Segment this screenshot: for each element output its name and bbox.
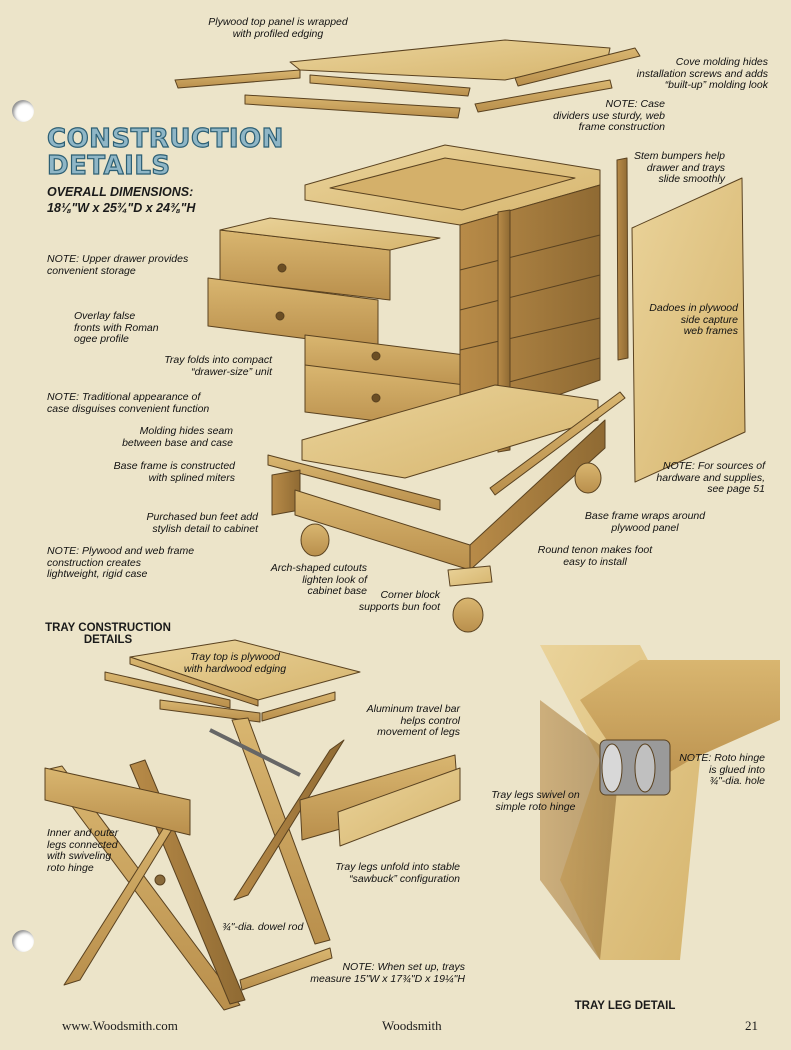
callout-dadoes: Dadoes in plywood side capture web frame… [649, 302, 738, 337]
callout-molding-seam: Molding hides seam between base and case [122, 425, 233, 449]
callout-sawbuck: Tray legs unfold into stable “sawbuck” c… [335, 861, 460, 885]
callout-arch-cutouts: Arch-shaped cutouts lighten look of cabi… [270, 562, 367, 597]
section-tray-leg-detail: TRAY LEG DETAIL [574, 1000, 676, 1012]
callout-plywood-web: NOTE: Plywood and web frame construction… [47, 545, 195, 580]
callout-roto-hinge-hole: NOTE: Roto hinge is glued into ¾"-dia. h… [679, 752, 765, 787]
callout-tray-top: Tray top is plywood with hardwood edging [183, 651, 287, 675]
callout-inner-outer-legs: Inner and outer legs connected with swiv… [47, 827, 119, 874]
footer-website: www.Woodsmith.com [62, 1018, 178, 1033]
footer-page-number: 21 [745, 1018, 758, 1033]
callout-base-wraps: Base frame wraps around plywood panel [584, 510, 706, 534]
callout-travel-bar: Aluminum travel bar helps control moveme… [366, 703, 460, 738]
overall-dimensions-heading: OVERALL DIMENSIONS: [47, 185, 194, 199]
callout-set-up: NOTE: When set up, trays measure 15"W x … [310, 961, 465, 985]
callout-corner-block: Corner block supports bun foot [358, 589, 440, 613]
callout-traditional: NOTE: Traditional appearance of case dis… [47, 391, 210, 415]
section-tray-construction: TRAY CONSTRUCTION DETAILS [45, 622, 171, 646]
callout-case-dividers: NOTE: Case dividers use sturdy, web fram… [553, 98, 665, 133]
page-title: CONSTRUCTION DETAILS [46, 124, 284, 181]
callout-round-tenon: Round tenon makes foot easy to install [537, 544, 653, 568]
title-line-2: DETAILS [46, 151, 171, 181]
binder-hole-top [12, 100, 34, 122]
footer-magazine: Woodsmith [382, 1018, 442, 1033]
overall-dimensions-value: 18⅛"W x 25¾"D x 24⅜"H [47, 201, 196, 215]
callout-upper-drawer: NOTE: Upper drawer provides convenient s… [47, 253, 189, 277]
binder-hole-bottom [12, 930, 34, 952]
callout-tray-folds: Tray folds into compact “drawer-size” un… [164, 354, 272, 378]
callout-cove-molding: Cove molding hides installation screws a… [636, 56, 768, 91]
title-line-1: CONSTRUCTION [46, 124, 284, 154]
callout-legs-swivel: Tray legs swivel on simple roto hinge [491, 789, 580, 813]
callout-sources: NOTE: For sources of hardware and suppli… [656, 460, 765, 495]
callout-dowel-rod: ¾"-dia. dowel rod [222, 921, 304, 933]
callout-base-frame-splined: Base frame is constructed with splined m… [113, 460, 235, 484]
callout-stem-bumpers: Stem bumpers help drawer and trays slide… [633, 150, 725, 185]
callout-overlay-fronts: Overlay false fronts with Roman ogee pro… [74, 310, 159, 345]
callout-bun-feet: Purchased bun feet add stylish detail to… [146, 511, 258, 535]
callout-plywood-top: Plywood top panel is wrapped with profil… [208, 16, 348, 40]
